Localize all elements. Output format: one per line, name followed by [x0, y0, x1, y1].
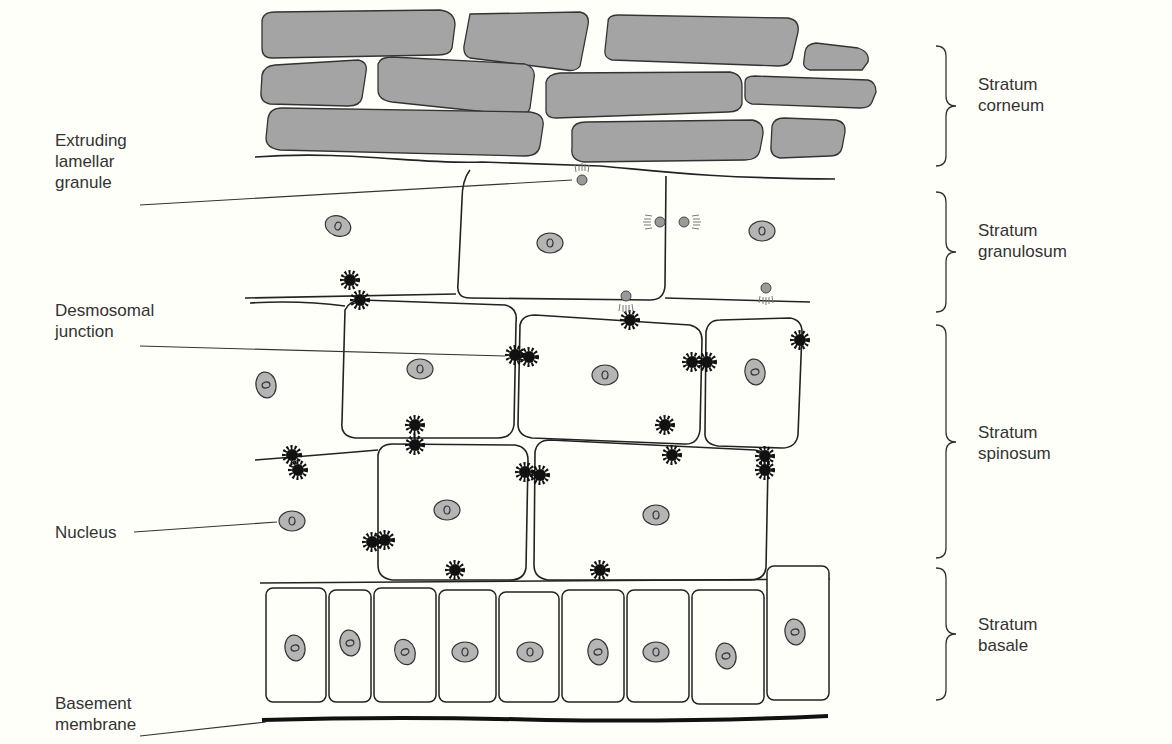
- nuclei: [254, 212, 807, 670]
- part-label: Desmosomal junction: [55, 300, 175, 342]
- layer-label: Stratum corneum: [978, 74, 1088, 116]
- layer-label: Stratum spinosum: [978, 422, 1088, 464]
- corneum-cells: [261, 10, 876, 162]
- part-label: Extruding lamellar granule: [55, 130, 150, 193]
- lamellar-granules: [575, 163, 773, 313]
- basal-cells: [266, 566, 829, 704]
- cell-membranes: [245, 155, 835, 583]
- layer-label: Stratum basale: [978, 614, 1088, 656]
- basement-membrane: [262, 716, 828, 721]
- layer-brackets: [936, 46, 956, 700]
- leader-lines: [134, 180, 572, 736]
- part-label: Nucleus: [55, 522, 145, 543]
- desmosomes: [284, 272, 808, 578]
- part-label: Basement membrane: [55, 693, 145, 735]
- layer-label: Stratum granulosum: [978, 220, 1088, 262]
